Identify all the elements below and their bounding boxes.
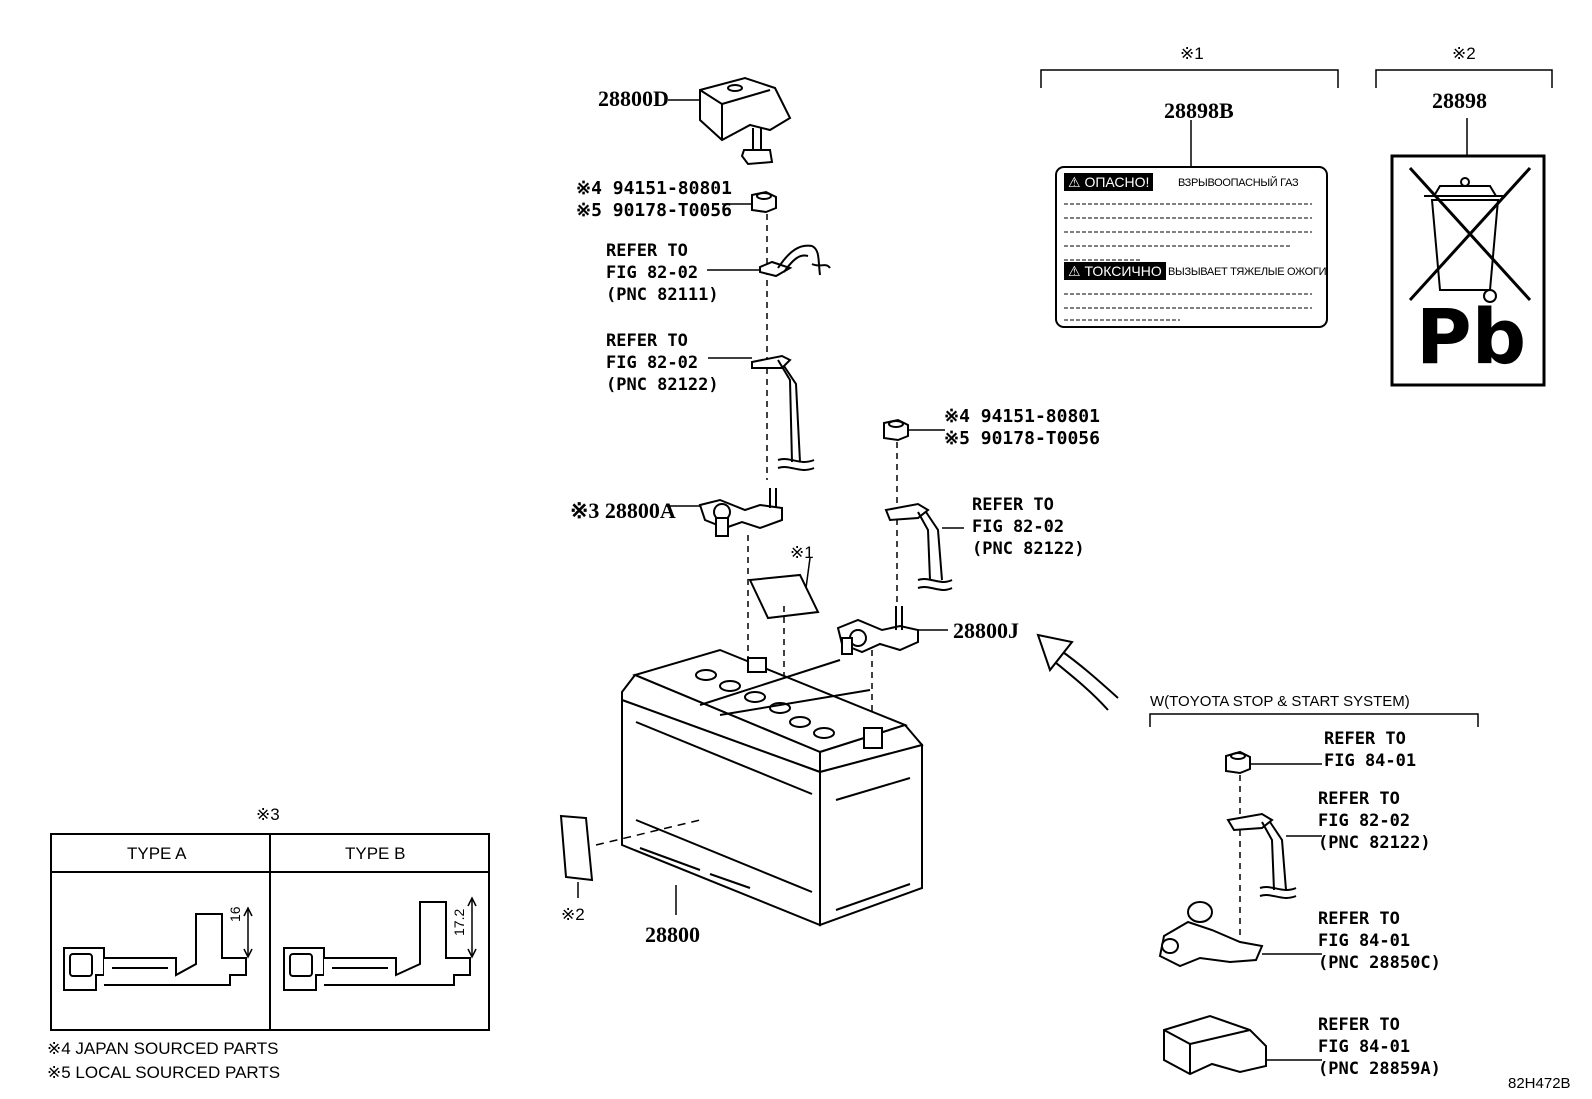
type-a-header: TYPE A — [127, 844, 187, 863]
type-b-header: TYPE B — [345, 844, 406, 863]
cable-82122-drawing — [751, 354, 815, 471]
part-28898-label: 28898 — [1432, 88, 1487, 113]
danger-text: ВЗРЫВООПАСНЫЙ ГАЗ — [1178, 177, 1299, 189]
nut-top-local-label: ※5 90178-T0056 — [576, 200, 732, 221]
stop-start-ref-cable: REFER TO FIG 82-02 (PNC 82122) — [1318, 789, 1431, 853]
ref-cable-82122-label: REFER TO FIG 82-02 (PNC 82122) — [606, 331, 719, 395]
footnote-4: ※4 JAPAN SOURCED PARTS — [47, 1039, 279, 1058]
terminal-28800j-drawing — [836, 606, 919, 655]
note1-marker: ※1 — [790, 543, 814, 562]
type-b-drawing — [283, 896, 477, 991]
top-nut-drawing — [751, 190, 777, 214]
cable-82111-drawing — [759, 244, 831, 278]
part-28800j-label: 28800J — [953, 618, 1019, 643]
type-table-mark: ※3 — [256, 805, 280, 824]
type-a-dimension: 16 — [227, 906, 243, 922]
toxic-text: ВЫЗЫВАЕТ ТЯЖЕЛЫЕ ОЖОГИ — [1168, 266, 1327, 278]
footnote-5: ※5 LOCAL SOURCED PARTS — [47, 1063, 281, 1082]
bracket2-mark: ※2 — [1452, 44, 1476, 63]
stop-start-ref-cover: REFER TO FIG 84-01 (PNC 28859A) — [1318, 1015, 1441, 1079]
ref-cable-82111-label: REFER TO FIG 82-02 (PNC 82111) — [606, 241, 719, 305]
cable-right-drawing — [884, 502, 953, 591]
part-28800a-label: ※3 28800A — [570, 498, 676, 523]
terminal-28800a-drawing — [698, 488, 783, 537]
terminal-cover-drawing — [699, 76, 792, 166]
stop-start-ref-nut: REFER TO FIG 84-01 — [1324, 729, 1417, 771]
part-28800-label: 28800 — [645, 922, 700, 947]
toxic-tag: ⚠ ТОКСИЧНО — [1064, 262, 1166, 280]
stop-start-title: W(TOYOTA STOP & START SYSTEM) — [1150, 693, 1410, 710]
nut-right-jp-label: ※4 94151-80801 — [944, 406, 1100, 427]
right-nut-drawing — [883, 418, 909, 442]
type-b-dimension: 17.2 — [451, 908, 467, 936]
nut-right-local-label: ※5 90178-T0056 — [944, 428, 1100, 449]
stop-start-ref-terminal: REFER TO FIG 84-01 (PNC 28850C) — [1318, 909, 1441, 973]
type-table-frame — [50, 833, 490, 1031]
pb-symbol: Pb — [1416, 292, 1527, 381]
bracket1-mark: ※1 — [1180, 44, 1204, 63]
nut-top-jp-label: ※4 94151-80801 — [576, 178, 732, 199]
danger-tag: ⚠ ОПАСНО! — [1064, 173, 1154, 191]
crossed-bin-icon — [1408, 166, 1532, 303]
type-a-drawing — [63, 906, 253, 991]
note2-marker: ※2 — [561, 905, 585, 924]
figure-code: 82H472B — [1508, 1075, 1571, 1092]
battery-drawing — [621, 648, 924, 927]
part-28800d-label: 28800D — [598, 86, 669, 111]
ref-cable-right-label: REFER TO FIG 82-02 (PNC 82122) — [972, 495, 1085, 559]
part-28898b-label: 28898B — [1164, 98, 1234, 123]
